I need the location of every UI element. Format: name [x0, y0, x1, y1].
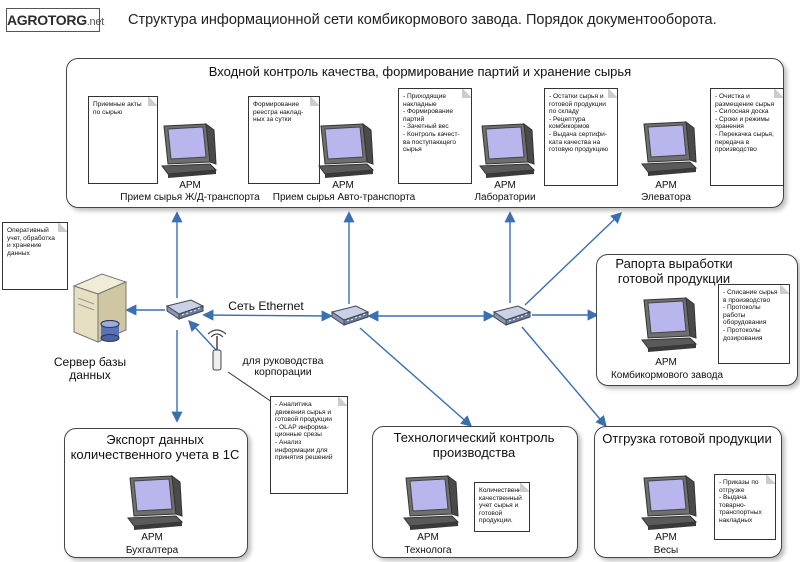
arm-label: АРМ — [141, 532, 163, 543]
network-switch-icon — [492, 304, 532, 326]
workstation-icon — [400, 474, 462, 530]
arm-label: АРМ — [417, 532, 439, 543]
workstation-icon — [638, 296, 700, 352]
link-switch1-switch2 — [202, 309, 333, 322]
arm-label: АРМ — [655, 532, 677, 543]
ship-panel-title: Отгрузка готовой продукции — [602, 431, 772, 446]
workstation-icon — [158, 122, 220, 178]
antenna-icon — [207, 329, 227, 371]
server-icon — [72, 273, 128, 343]
arm-label: АРМ — [179, 180, 201, 191]
station-name-auto: Прием сырья Авто-транспорта — [272, 192, 416, 203]
site-logo: AGROTORG.net — [6, 8, 104, 32]
page-title: Структура информационной сети комбикормо… — [128, 12, 717, 28]
arm-label: АРМ — [655, 357, 677, 368]
arm-label: АРМ — [494, 180, 516, 191]
workstation-icon — [476, 122, 538, 178]
export-station-name: Бухгалтера — [125, 545, 179, 556]
ethernet-label: Сеть Ethernet — [228, 299, 304, 313]
workstation-icon — [124, 474, 186, 530]
workstation-icon — [638, 120, 700, 176]
reports-station-name: Комбикормового завода — [610, 370, 724, 381]
link-switch2-tech — [359, 327, 473, 427]
workstation-icon — [638, 474, 700, 530]
ship-station-name: Весы — [653, 545, 679, 556]
arm-label: АРМ — [655, 180, 677, 191]
tech-station-name: Технолога — [404, 545, 452, 556]
link-antenna-switch — [188, 319, 217, 351]
link-switch3-elevator — [524, 212, 623, 306]
workstation-icon — [315, 122, 377, 178]
link-antenna-doc — [227, 371, 273, 403]
link-switch3-ship — [521, 326, 607, 428]
network-switch-icon — [330, 304, 370, 326]
station-name-elevator: Элеватора — [641, 192, 691, 203]
station-name-lab: Лаборатории — [474, 192, 536, 203]
network-switch-icon — [165, 298, 205, 320]
top-panel-title: Входной контроль качества, формирование … — [208, 64, 632, 79]
arm-label: АРМ — [332, 180, 354, 191]
station-name-rail: Прием сырья Ж/Д-транспорта — [120, 192, 260, 203]
